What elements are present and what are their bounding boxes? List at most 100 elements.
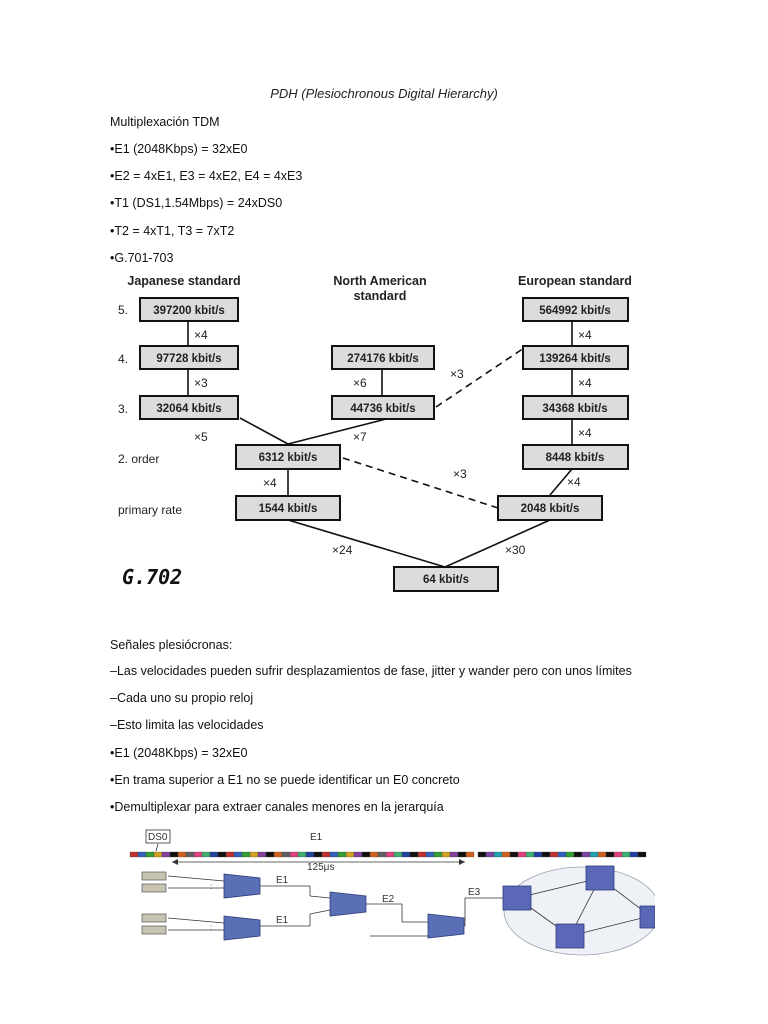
label-jp-3: 32064 kbit/s [156,403,221,415]
intro-line-heading: Multiplexación TDM [110,115,220,129]
frame-slot [441,851,451,858]
mux-label-e2: E2 [382,894,395,905]
box-eu-5 [522,297,629,322]
dots-upper: : [210,882,212,891]
label-2nd-order-shared: 6312 kbit/s [259,452,318,464]
frame-slot [161,851,171,858]
frame-slot [337,851,347,858]
ds0-label: DS0 [148,832,168,843]
frame-slot [137,851,147,858]
period-label: 125μs [307,862,334,873]
frame-slot [637,851,647,858]
frame-slot [377,851,387,858]
frame-bar [129,851,647,858]
frame-slot [361,851,371,858]
frame-slot [249,851,259,858]
phone-icon [141,883,167,893]
frame-slot [169,851,179,858]
pdh-hierarchy-diagram: Japanese standard North American standar… [118,274,632,592]
label-eu-1: 2048 kbit/s [521,503,580,515]
header-north-american-1: North American [333,274,426,288]
frame-slot [369,851,379,858]
mult-jp-3-2: ×5 [194,430,208,444]
frame-slot [597,851,607,858]
frame-slot [257,851,267,858]
mux-icon [223,915,261,941]
mux-label-e3: E3 [468,887,481,898]
label-eu-5: 564992 kbit/s [539,305,611,317]
frame-slot [449,851,459,858]
body-line-e1: •E1 (2048Kbps) = 32xE0 [110,746,248,760]
frame-slot [581,851,591,858]
mult-na-4-3: ×6 [353,376,367,390]
box-jp-5 [139,297,239,322]
frame-slot [493,851,503,858]
body-line-phase: –Las velocidades pueden sufrir desplazam… [110,664,632,678]
frame-slot [629,851,639,858]
connector-lines [187,321,573,568]
box-base-64 [393,566,499,592]
frame-slot [201,851,211,858]
label-na-4: 274176 kbit/s [347,353,419,365]
frame-slot [385,851,395,858]
frame-slot [509,851,519,858]
ds0-label-frame [145,829,171,844]
network-cloud [503,866,655,956]
body-line-clock: –Cada uno su propio reloj [110,691,254,705]
phone-icon [141,925,167,935]
box-eu-4 [522,345,629,370]
box-2nd-order-shared [235,444,341,470]
dots-lower: : [210,923,212,932]
g702-badge: G.702 [122,565,182,589]
mux-label-e1-upper: E1 [276,875,289,886]
frame-slot [557,851,567,858]
box-eu-1 [497,495,603,521]
frame-slot [533,851,543,858]
frame-slot [329,851,339,858]
frame-slot [517,851,527,858]
frame-slot [465,851,475,858]
mux-icon [427,913,465,939]
frame-slot [501,851,511,858]
frame-slot [565,851,575,858]
period-arrow-left-head [172,859,178,865]
level-label-primary: primary rate [118,503,182,517]
frame-slot [225,851,235,858]
frame-slot [281,851,291,858]
frame-slot [345,851,355,858]
network-node-icon [502,885,532,911]
frame-slot [541,851,551,858]
header-european: European standard [518,274,632,288]
level-label-4: 4. [118,352,128,366]
frame-slot [305,851,315,858]
phone-icon [141,871,167,881]
frame-slot [217,851,227,858]
frame-slot [393,851,403,858]
mult-eu-4-3: ×4 [578,376,592,390]
box-na-4 [331,345,435,370]
label-eu-3: 34368 kbit/s [542,403,607,415]
frame-slot [209,851,219,858]
period-arrow-right-head [459,859,465,865]
frame-slot [525,851,535,858]
frame-slot [417,851,427,858]
mult-to-base-left: ×24 [332,543,353,557]
frame-slot [265,851,275,858]
frame-slot [233,851,243,858]
phone-icon [141,913,167,923]
network-node-icon [639,905,655,929]
intro-line-t-hierarchy: •T2 = 4xT1, T3 = 7xT2 [110,224,235,238]
mult-cross-2-eu: ×3 [453,467,467,481]
box-jp-4 [139,345,239,370]
mux-icon [329,891,367,917]
label-eu-4: 139264 kbit/s [539,353,611,365]
body-line-demux: •Demultiplexar para extraer canales meno… [110,800,444,814]
level-label-5: 5. [118,303,128,317]
dashed-interconnects [342,347,525,509]
frame-slot [573,851,583,858]
mult-to-base-right: ×30 [505,543,526,557]
frame-slot [313,851,323,858]
frame-slot [433,851,443,858]
mux-label-e1-lower: E1 [276,915,289,926]
frame-slot [353,851,363,858]
